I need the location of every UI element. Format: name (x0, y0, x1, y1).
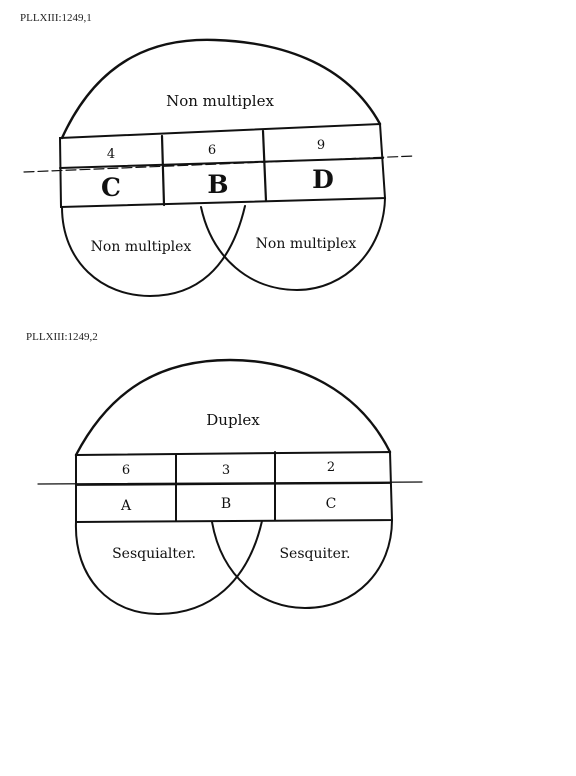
figure-1-left-label: Non multiplex (91, 239, 192, 255)
figure-1-right-label: Non multiplex (256, 236, 357, 252)
figure-2-id: PLLXIII:1249,2 (26, 331, 98, 343)
figure-1-letter-2: B (207, 170, 228, 199)
figure-1-top-label: Non multiplex (166, 92, 274, 110)
figure-1-letter-3: D (312, 165, 334, 194)
figure-1-col-divider-2 (261, 129, 268, 203)
figure-2-top-label: Duplex (206, 411, 260, 429)
figure-1: Non multiplex 4 6 9 C B D Non multiplex … (23, 38, 415, 298)
figure-2-right-arc (211, 519, 393, 610)
figure-2-number-3: 2 (327, 460, 335, 475)
figure-2-upper-arc (74, 358, 392, 457)
figure-1-upper-arc (60, 38, 382, 140)
figure-1-number-3: 9 (317, 138, 325, 153)
figure-1-number-2: 6 (208, 143, 216, 158)
figure-2-letter-3: C (326, 496, 337, 512)
figure-2-left-arc (74, 520, 263, 616)
figure-2-row-divider (75, 482, 392, 486)
figure-1-row-divider (59, 157, 384, 169)
figure-1-letter-1: C (101, 173, 121, 202)
figure-1-right-arc (200, 197, 386, 292)
figure-1-id: PLLXIII:1249,1 (20, 12, 92, 24)
figure-2-letter-2: B (221, 496, 231, 512)
figure-2-right-label: Sesquiter. (279, 546, 350, 562)
figure-2-letter-1: A (120, 498, 132, 514)
figure-2-number-1: 6 (122, 463, 130, 478)
figure-1-left-arc (61, 205, 246, 298)
figure-1-col-divider-1 (160, 134, 166, 207)
figure-2-left-label: Sesquialter. (112, 546, 196, 562)
figure-1-number-1: 4 (107, 147, 115, 162)
figure-2: Duplex 6 3 2 A B C Sesquialter. Sesquite… (37, 358, 423, 616)
figure-2-number-2: 3 (222, 463, 230, 478)
